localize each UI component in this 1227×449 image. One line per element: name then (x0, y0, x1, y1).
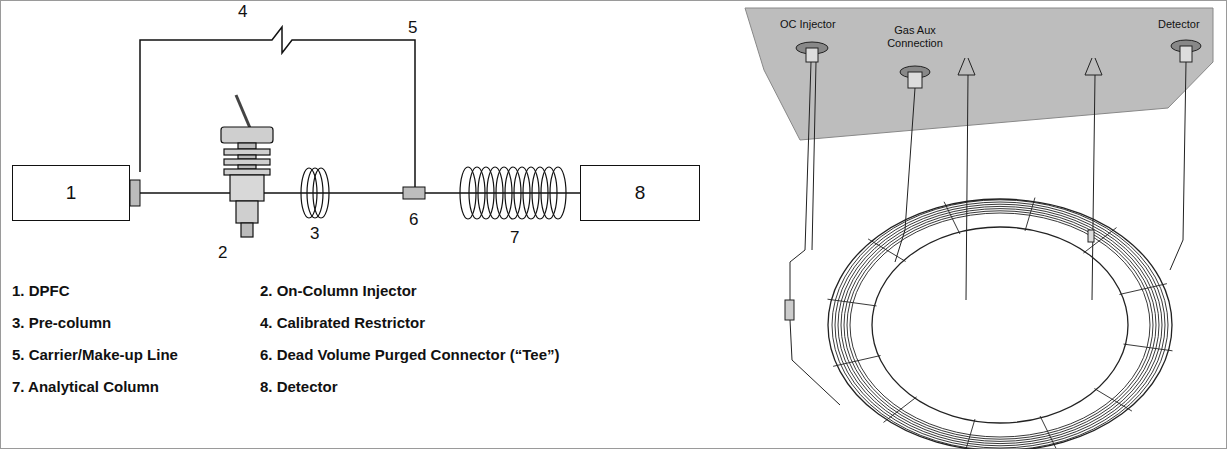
part-label: OC Injector (780, 18, 836, 31)
tee-connector (403, 187, 425, 199)
callout-number: 4 (238, 2, 247, 22)
device-box: 1 (12, 165, 130, 221)
callout-number: 2 (218, 243, 227, 263)
part-label: Gas Aux Connection (875, 24, 955, 49)
legend-item: 8. Detector (260, 378, 338, 395)
legend-item: 6. Dead Volume Purged Connector (“Tee”) (260, 346, 560, 363)
callout-number: 6 (409, 210, 418, 230)
callout-number: 5 (408, 18, 417, 38)
box-number: 1 (66, 182, 77, 204)
injector-symbol (221, 95, 273, 237)
callout-number: 7 (510, 228, 519, 248)
pre-column-coil (301, 168, 329, 218)
device-box: 8 (580, 165, 700, 221)
box-number: 8 (635, 182, 646, 204)
analytical-column-coil (460, 167, 566, 219)
column-cage (828, 198, 1173, 449)
ports (796, 40, 1201, 88)
part-label: Detector (1158, 18, 1200, 31)
callout-number: 3 (310, 224, 319, 244)
legend-item: 2. On-Column Injector (260, 282, 417, 299)
legend-item: 1. DPFC (12, 282, 70, 299)
legend-item: 7. Analytical Column (12, 378, 159, 395)
restrictor-line (140, 27, 415, 187)
dpfc-fitting (130, 180, 140, 206)
legend-item: 3. Pre-column (12, 314, 111, 331)
column-leads (785, 58, 1186, 405)
legend-item: 5. Carrier/Make-up Line (12, 346, 178, 363)
legend-item: 4. Calibrated Restrictor (260, 314, 425, 331)
